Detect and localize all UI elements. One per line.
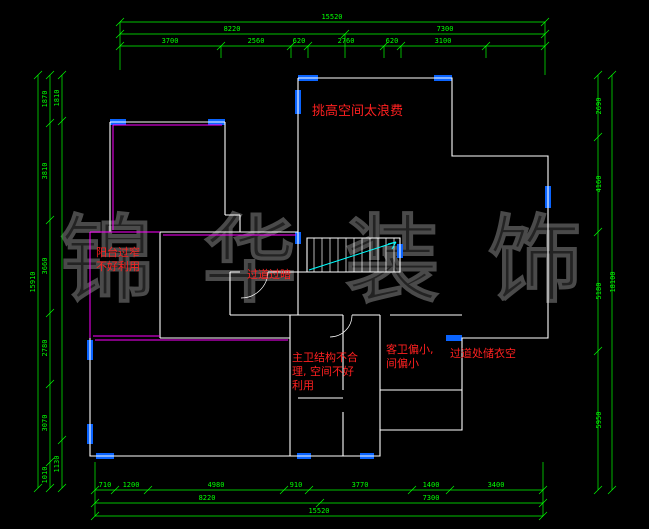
dim-label: 15520	[321, 13, 342, 21]
dim-label: 1200	[123, 481, 140, 489]
annotation-balcony: 不好利用	[96, 259, 140, 273]
annotation-guest-bath: 客卫偏小,	[386, 342, 434, 356]
dim-label: 5950	[595, 412, 603, 429]
watermark-text: 锦 华 装 饰	[60, 205, 590, 316]
dim-label: 7300	[423, 494, 440, 502]
dim-label: 1810	[53, 90, 61, 107]
dim-label: 3100	[435, 37, 452, 45]
door-arc	[240, 271, 269, 299]
dim-label: 710	[99, 481, 112, 489]
dim-label: 7300	[437, 25, 454, 33]
dim-label: 1130	[53, 456, 61, 473]
annotations: 挑高空间太浪费 阳台过窄 不好利用 过道过暗 主卫结构不合 理, 空间不好 利用…	[96, 103, 516, 392]
dim-label: 3770	[352, 481, 369, 489]
dim-label: 2560	[248, 37, 265, 45]
dim-label: 3700	[162, 37, 179, 45]
dim-label: 8220	[199, 494, 216, 502]
dim-label: 2690	[595, 98, 603, 115]
dim-label: 18100	[609, 271, 617, 292]
dim-label: 15520	[308, 507, 329, 515]
dim-label: 3400	[488, 481, 505, 489]
staircase	[308, 238, 397, 272]
annotation-corridor: 过道过暗	[247, 267, 291, 281]
balcony-lines	[89, 124, 296, 341]
dim-label: 1400	[423, 481, 440, 489]
dim-label: 3660	[41, 258, 49, 275]
annotation-master-bath: 主卫结构不合	[292, 350, 358, 364]
annotation-balcony: 阳台过窄	[96, 245, 140, 259]
dim-label: 4160	[595, 176, 603, 193]
annotation-master-bath: 理, 空间不好	[292, 364, 354, 378]
dim-label: 3810	[41, 163, 49, 180]
window-icon	[446, 335, 462, 341]
annotation-guest-bath: 间偏小	[386, 356, 419, 370]
dim-label: 2780	[41, 340, 49, 357]
annotation-closet: 过道处储衣空	[450, 346, 516, 360]
dim-label: 15910	[29, 271, 37, 292]
dim-label: 5180	[595, 283, 603, 300]
walls	[89, 77, 549, 457]
dim-label: 1870	[41, 91, 49, 108]
dim-label: 4980	[208, 481, 225, 489]
dim-label: 1010	[41, 467, 49, 484]
dim-label: 620	[386, 37, 399, 45]
dim-label: 620	[293, 37, 306, 45]
dimension-lines	[33, 17, 617, 521]
dim-label: 3070	[41, 415, 49, 432]
annotation-master-bath: 利用	[292, 379, 314, 392]
dim-label: 8220	[224, 25, 241, 33]
stair-direction-arrow	[308, 241, 397, 271]
annotation-tall-space: 挑高空间太浪费	[312, 103, 403, 119]
dim-label: 910	[290, 481, 303, 489]
door-arc	[329, 314, 353, 338]
dimension-labels: 15520 8220 7300 3700 2560 620 2760 620 3…	[29, 13, 617, 515]
dim-label: 2760	[338, 37, 355, 45]
